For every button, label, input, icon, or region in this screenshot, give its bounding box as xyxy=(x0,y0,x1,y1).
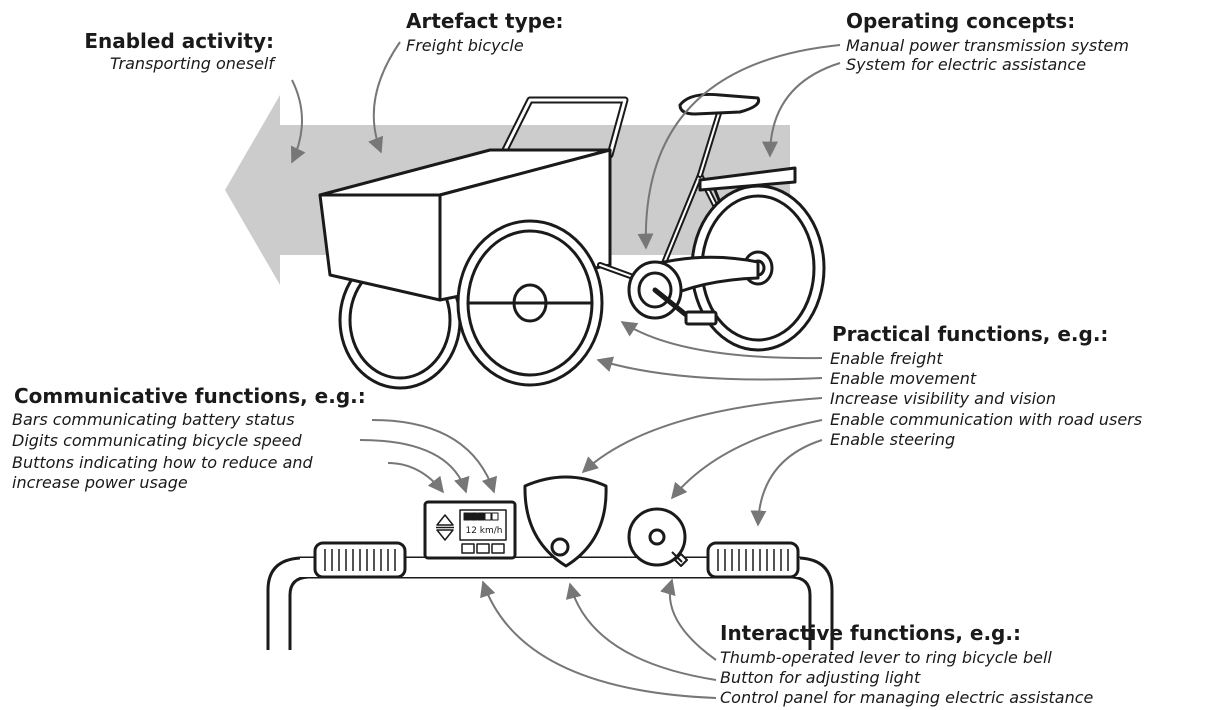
control-panel-icon xyxy=(436,509,507,554)
communicative-function-item: Buttons indicating how to reduce and xyxy=(12,453,313,472)
bicycle-light-icon xyxy=(523,475,608,568)
interactive-functions-heading: Interactive functions, e.g.: xyxy=(720,621,1021,645)
practical-functions-heading: Practical functions, e.g.: xyxy=(832,322,1109,346)
interactive-function-item: Button for adjusting light xyxy=(720,668,921,687)
practical-function-item: Increase visibility and vision xyxy=(830,389,1056,408)
communicative-function-item: increase power usage xyxy=(12,473,188,492)
freight-bicycle-illustration xyxy=(318,93,826,390)
handlebar-illustration xyxy=(266,475,834,650)
practical-function-item: Enable movement xyxy=(830,369,977,388)
practical-function-item: Enable communication with road users xyxy=(830,410,1143,429)
communicative-function-item: Digits communicating bicycle speed xyxy=(12,431,302,450)
artefact-type-item: Freight bicycle xyxy=(406,36,524,55)
interactive-function-item: Thumb-operated lever to ring bicycle bel… xyxy=(720,648,1052,667)
practical-function-item: Enable freight xyxy=(830,349,943,368)
artefact-type-heading: Artefact type: xyxy=(406,9,564,33)
communicative-function-item: Bars communicating battery status xyxy=(12,410,295,429)
enabled-activity-heading: Enabled activity: xyxy=(84,29,274,53)
enabled-activity-item: Transporting oneself xyxy=(109,54,274,73)
connector-arrows xyxy=(290,41,841,699)
bicycle-bell-icon xyxy=(627,507,688,567)
communicative-functions-heading: Communicative functions, e.g.: xyxy=(14,384,366,408)
interactive-function-item: Control panel for managing electric assi… xyxy=(720,688,1094,707)
operating-concepts-heading: Operating concepts: xyxy=(846,9,1076,33)
operating-concept-item: System for electric assistance xyxy=(846,55,1087,74)
speed-readout: 12 km/h xyxy=(465,526,503,536)
operating-concept-item: Manual power transmission system xyxy=(846,36,1129,55)
practical-function-item: Enable steering xyxy=(830,430,956,449)
